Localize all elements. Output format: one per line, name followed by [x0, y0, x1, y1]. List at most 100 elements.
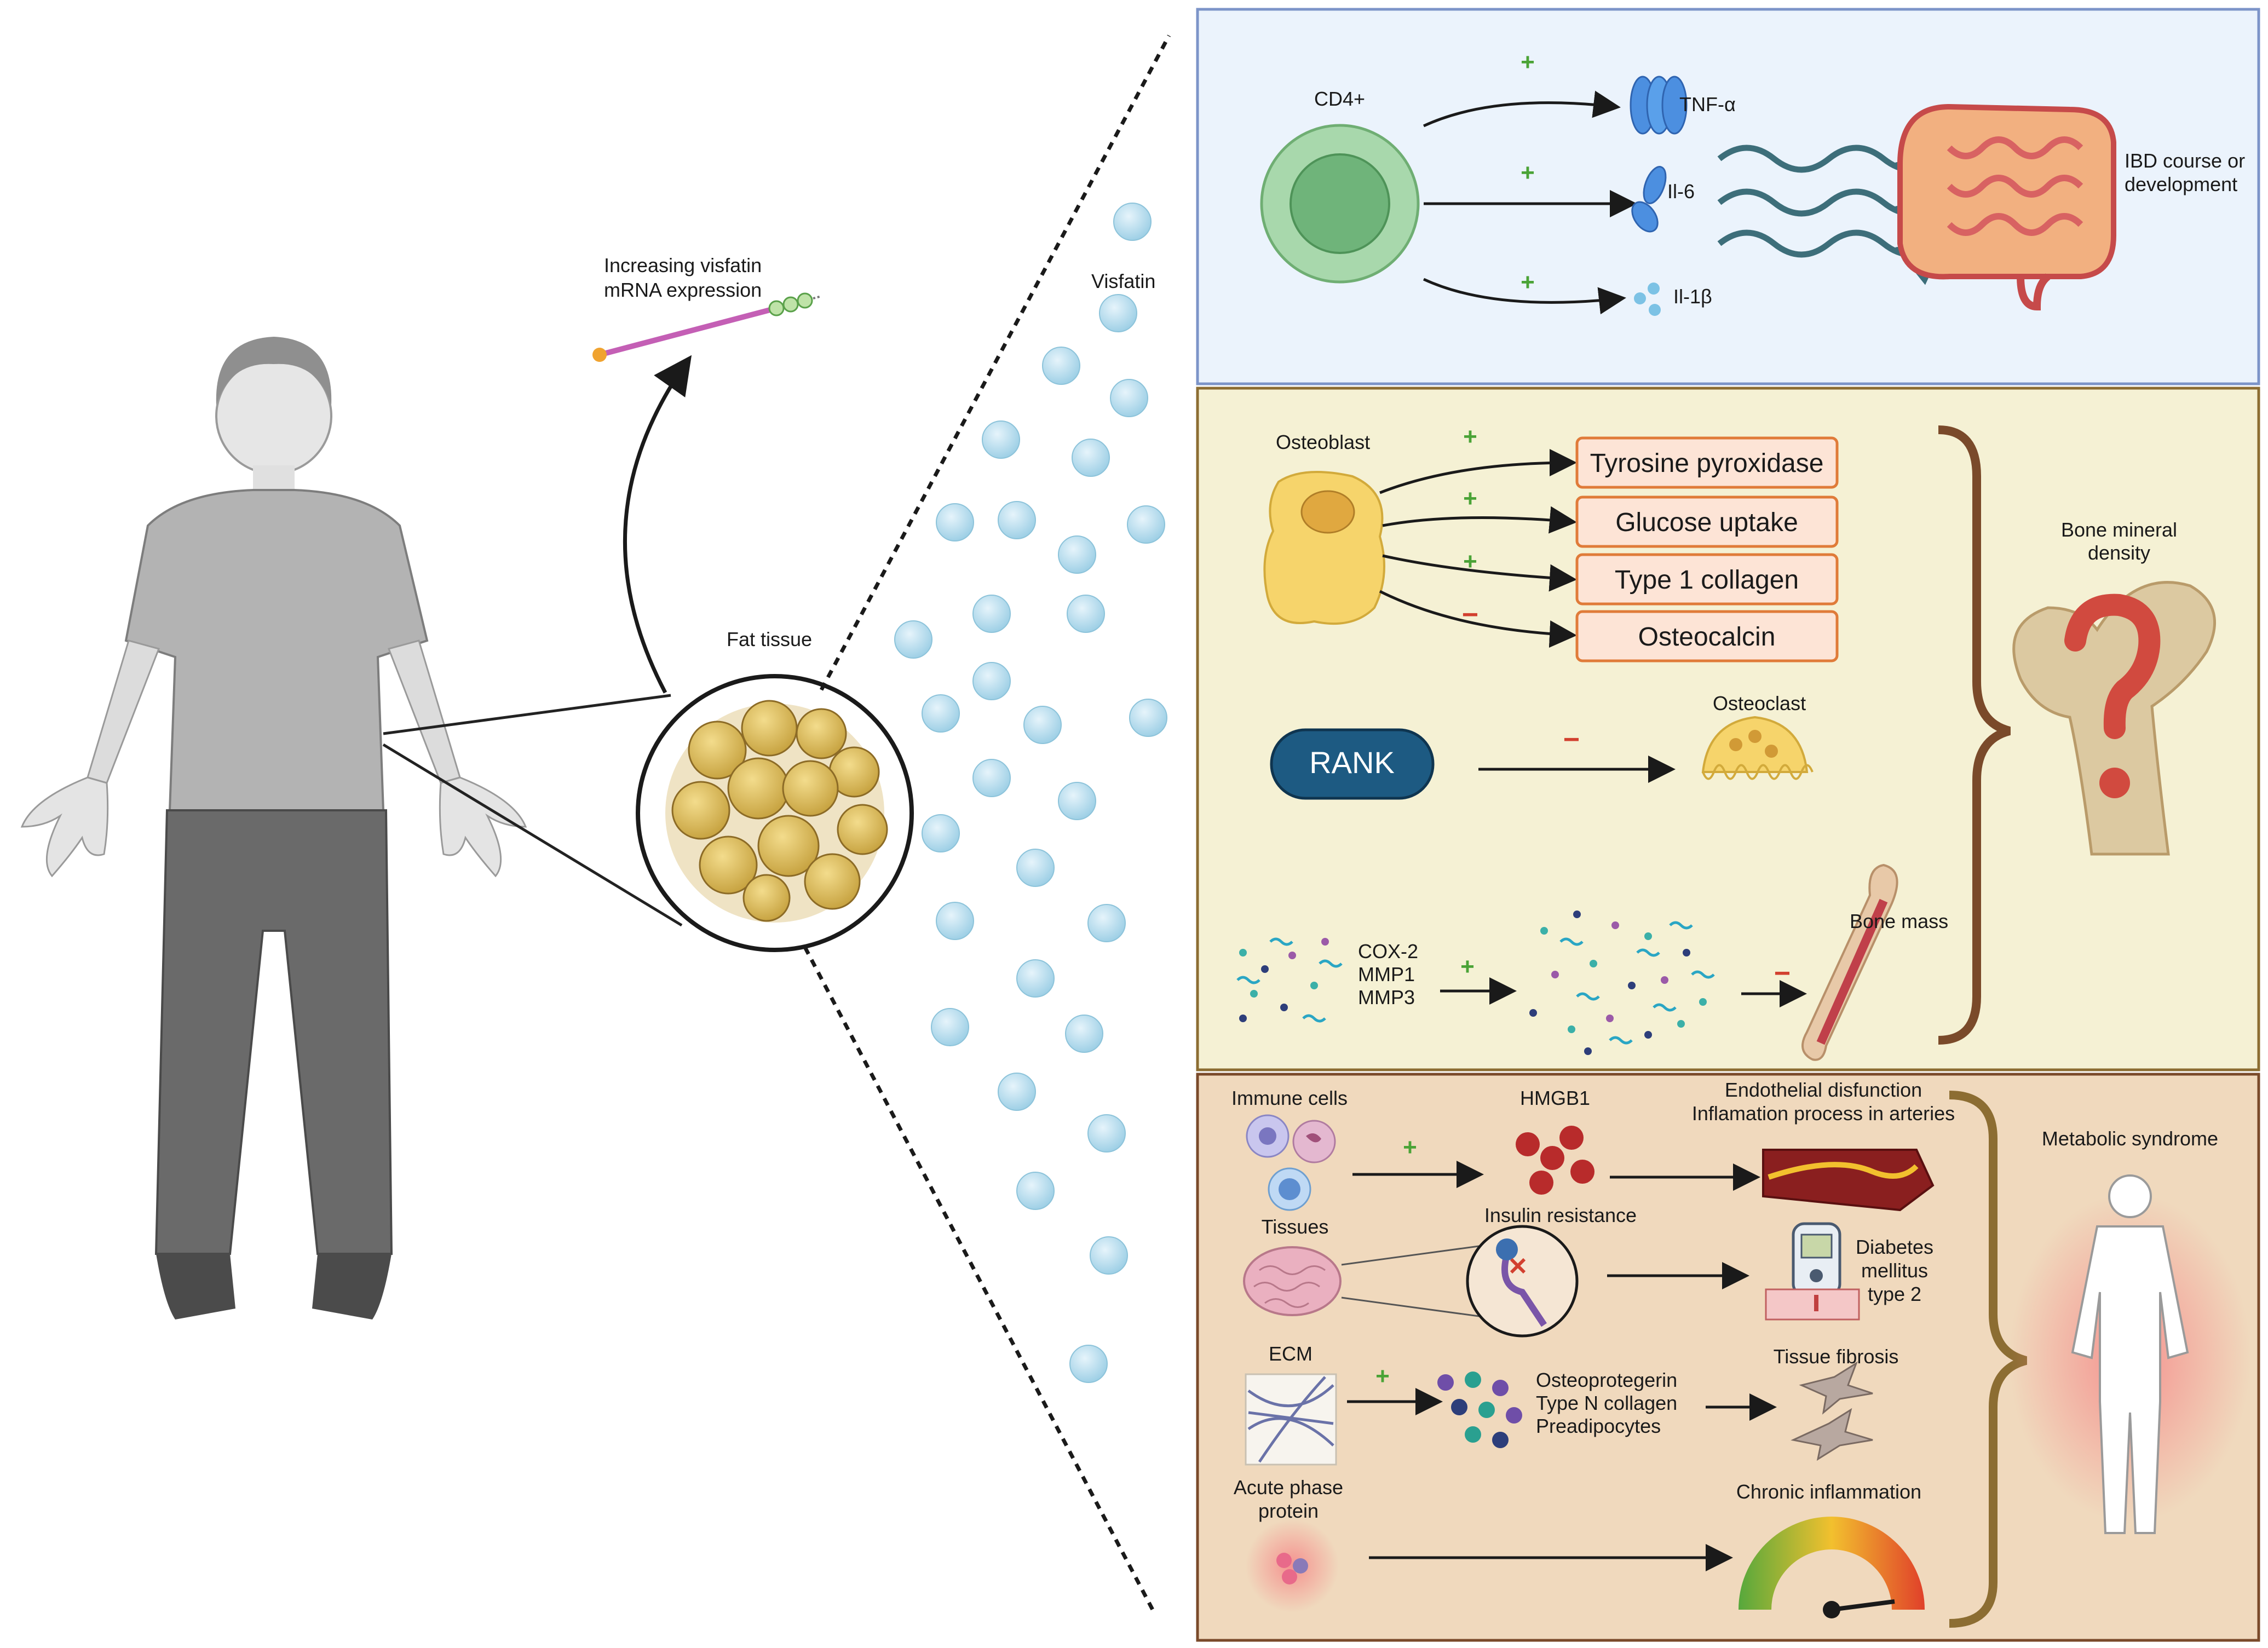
hmgb1-label: HMGB1: [1520, 1087, 1590, 1109]
fat-tissue-label: Fat tissue: [727, 628, 812, 650]
osteoclast-icon: [1701, 716, 1814, 780]
plus-sign-il1b: +: [1521, 269, 1535, 296]
insulin-label: Insulin resistance: [1484, 1204, 1637, 1226]
mrna-strand-icon: [592, 292, 822, 362]
enzyme-particles-cloud: [1529, 911, 1715, 1055]
arrow-il1b: [1423, 278, 1626, 315]
sign-hmgb1: +: [1403, 1134, 1417, 1161]
enzyme-particles-left: [1236, 937, 1343, 1023]
sign-rank: −: [1563, 724, 1580, 756]
cd4-cell-icon: [1260, 124, 1420, 284]
box-collagen: Type 1 collagen: [1575, 553, 1839, 606]
cd4-label: CD4+: [1314, 88, 1365, 110]
box-tyrosine: Tyrosine pyroxidase: [1575, 436, 1839, 489]
diabetes-label-line1: Diabetes: [1856, 1236, 1933, 1258]
fibrosis-label: Tissue fibrosis: [1774, 1345, 1899, 1368]
immune-cells-label: Immune cells: [1231, 1087, 1348, 1109]
arrow-tnf: [1423, 90, 1621, 128]
tissues-label: Tissues: [1262, 1215, 1329, 1238]
visfatin-molecules: [894, 203, 1167, 1383]
ecm-icon: [1245, 1373, 1337, 1466]
acute-label-line1: Acute phase: [1234, 1476, 1343, 1499]
bmd-label-line2: density: [2088, 541, 2150, 564]
plus-sign-tnf: +: [1521, 49, 1535, 76]
mrna-label-line1: Increasing visfatin: [604, 254, 762, 276]
endo-label-line2: Inflamation process in arteries: [1692, 1102, 1955, 1125]
tissue-icon: [1243, 1246, 1342, 1316]
ecm-product-collagen: Type N collagen: [1536, 1392, 1677, 1414]
box-collagen-label: Type 1 collagen: [1615, 566, 1799, 595]
arrow-tyrosine: [1379, 449, 1577, 494]
sign-enzymes: +: [1460, 953, 1475, 980]
osteoblast-label: Osteoblast: [1276, 431, 1370, 453]
zoom-line-insulin-top: [1341, 1242, 1504, 1266]
tnf-alpha-icon: [1630, 76, 1688, 135]
il6-icon: [1631, 166, 1667, 233]
diabetes-label-line3: type 2: [1868, 1283, 1921, 1305]
rank-label: RANK: [1309, 745, 1395, 780]
zoom-line-bottom: [382, 743, 683, 927]
intestine-icon: [1897, 103, 2116, 311]
ibd-label-line1: IBD course or: [2125, 149, 2245, 172]
inflammation-gauge-icon: [1739, 1517, 1925, 1618]
osteoblast-icon: [1263, 471, 1385, 625]
ecm-products-icon: [1437, 1372, 1522, 1448]
insulin-receptor-icon: [1466, 1225, 1579, 1338]
ibd-label-line2: development: [2125, 173, 2237, 195]
sign-glucose: +: [1463, 485, 1477, 512]
metabolic-syndrome-label: Metabolic syndrome: [2042, 1127, 2218, 1150]
fat-tissue-icon: [636, 674, 914, 952]
artery-icon: [1762, 1149, 1935, 1212]
box-osteocalcin-label: Osteocalcin: [1638, 623, 1776, 652]
sign-tyrosine: +: [1463, 423, 1477, 450]
ecm-product-osteoprotegerin: Osteoprotegerin: [1536, 1369, 1677, 1391]
enzyme-mmp3: MMP3: [1358, 986, 1415, 1009]
plus-sign-il6: +: [1521, 159, 1535, 186]
box-tyrosine-label: Tyrosine pyroxidase: [1590, 449, 1824, 478]
visfatin-label: Visfatin: [1091, 270, 1155, 292]
osteoclast-label: Osteoclast: [1713, 692, 1806, 714]
arrow-glucose: [1382, 506, 1577, 534]
diabetes-label-line2: mellitus: [1861, 1259, 1928, 1282]
cytokine-il1b: Il-1β: [1673, 285, 1712, 308]
sign-bone-mass: −: [1774, 958, 1791, 989]
zoom-line-top: [383, 694, 671, 735]
mrna-arrow: [623, 355, 692, 694]
bone-mass-label: Bone mass: [1850, 910, 1948, 932]
enzyme-cox2: COX-2: [1358, 940, 1418, 963]
box-glucose: Glucose uptake: [1575, 495, 1839, 548]
sign-collagen: +: [1463, 548, 1477, 575]
ecm-product-preadipocytes: Preadipocytes: [1536, 1415, 1661, 1437]
arrow-collagen: [1382, 554, 1577, 592]
fibroblast-icon: [1791, 1361, 1873, 1461]
mrna-label-line2: mRNA expression: [604, 279, 762, 301]
acute-phase-protein-icon: [1246, 1519, 1339, 1612]
sign-ecm: +: [1375, 1363, 1390, 1390]
box-glucose-label: Glucose uptake: [1615, 508, 1798, 537]
arrow-osteocalcin: [1379, 590, 1577, 648]
bmd-label-line1: Bone mineral: [2061, 518, 2177, 541]
zoom-line-insulin-bottom: [1341, 1296, 1504, 1321]
cytokine-tnf: TNF-α: [1679, 93, 1736, 116]
bone-icon: [1801, 863, 1898, 1061]
chronic-label: Chronic inflammation: [1736, 1480, 1921, 1503]
sign-osteocalcin: −: [1462, 599, 1478, 631]
box-osteocalcin: Osteocalcin: [1575, 610, 1839, 662]
ecm-label: ECM: [1269, 1342, 1313, 1365]
femur-icon: [2012, 581, 2216, 856]
human-outline-icon: [2010, 1174, 2250, 1534]
acute-label-line2: protein: [1258, 1500, 1319, 1522]
separator-bottom: [803, 946, 1155, 1611]
enzyme-mmp1: MMP1: [1358, 963, 1415, 986]
endo-label-line1: Endothelial disfunction: [1725, 1079, 1922, 1101]
immune-cells-icon: [1246, 1114, 1336, 1211]
il1b-icon: [1634, 283, 1661, 316]
person-figure: [20, 337, 527, 1319]
glucometer-icon: [1765, 1222, 1860, 1321]
hmgb1-icon: [1516, 1126, 1594, 1195]
bone-brace: [1938, 425, 2011, 1045]
separator-top: [819, 34, 1171, 691]
cytokine-il6: Il-6: [1667, 180, 1695, 203]
rank-pill: RANK: [1270, 728, 1435, 800]
